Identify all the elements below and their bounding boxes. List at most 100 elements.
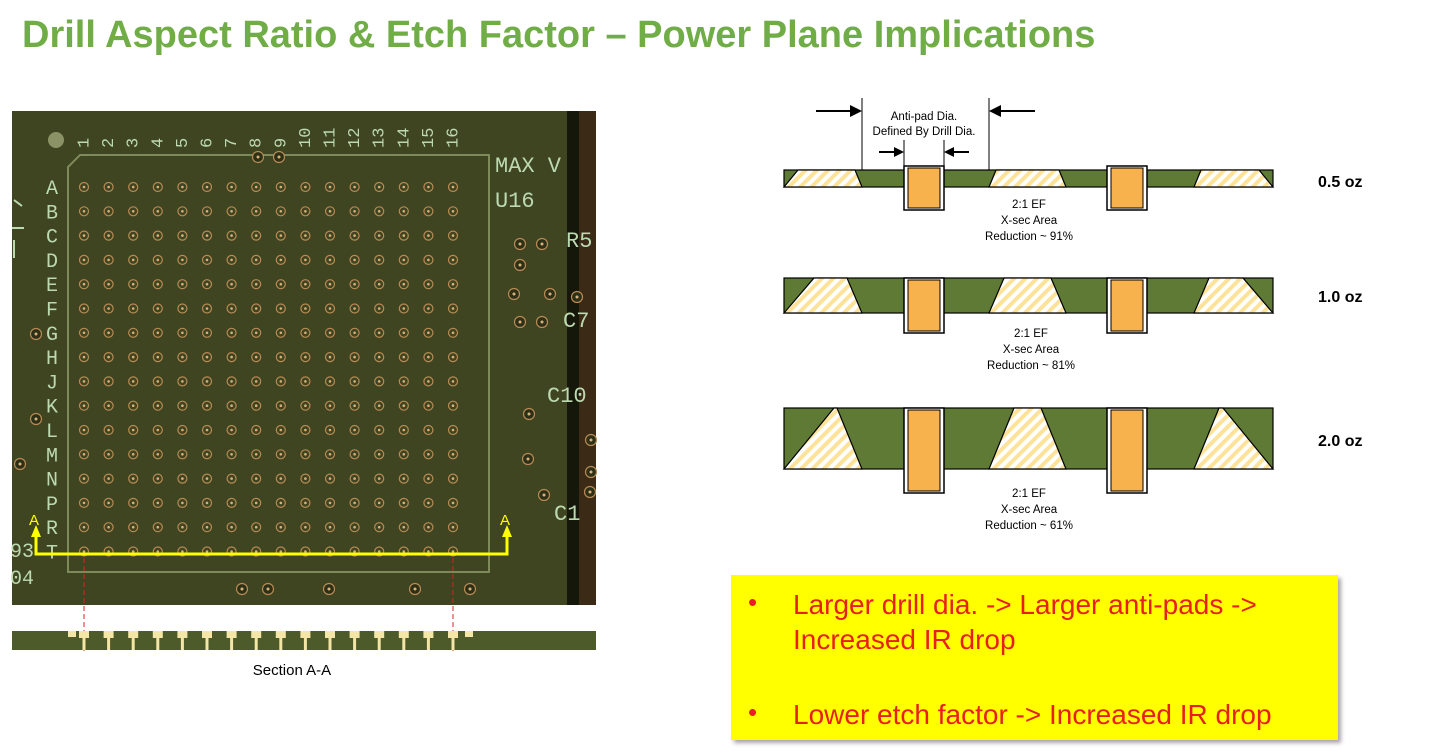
bga-ball-center bbox=[230, 331, 233, 335]
bga-ball-center bbox=[328, 210, 332, 213]
bga-ball bbox=[201, 424, 213, 436]
bga-ball bbox=[103, 254, 114, 265]
bga-ball-center bbox=[353, 525, 356, 529]
strip-barrel bbox=[131, 638, 135, 650]
bga-ball-center bbox=[254, 477, 258, 480]
bga-ball bbox=[78, 181, 90, 193]
bga-ball-center bbox=[107, 477, 110, 480]
bullet-text-2: Lower etch factor -> Increased IR drop bbox=[793, 699, 1272, 730]
bga-ball-center bbox=[205, 331, 209, 335]
bga-ball bbox=[374, 424, 385, 436]
bga-ball bbox=[226, 181, 237, 193]
bga-ball bbox=[128, 352, 139, 363]
bga-ball-center bbox=[205, 355, 209, 359]
bga-ball-center bbox=[279, 404, 283, 408]
column-number: 3 bbox=[125, 138, 144, 148]
bga-ball-center bbox=[205, 404, 209, 408]
antipad-arrow-left-icon bbox=[850, 105, 862, 117]
bga-ball bbox=[349, 400, 360, 411]
strip-pad bbox=[349, 631, 360, 638]
bga-ball bbox=[128, 376, 139, 387]
bga-ball-center bbox=[230, 355, 233, 359]
bga-ball bbox=[128, 522, 139, 533]
bga-ball bbox=[78, 522, 90, 533]
bga-ball bbox=[201, 546, 213, 557]
bga-ball-center bbox=[131, 404, 135, 408]
drill-fill bbox=[907, 409, 941, 492]
bga-ball bbox=[103, 327, 114, 338]
bga-ball bbox=[177, 449, 188, 460]
bga-ball bbox=[275, 279, 286, 290]
bga-ball bbox=[103, 303, 114, 314]
bga-ball bbox=[374, 181, 385, 193]
bga-ball-center bbox=[131, 234, 135, 237]
row-letter: R bbox=[46, 518, 58, 541]
bga-ball-center bbox=[402, 453, 406, 456]
bga-ball-center bbox=[402, 331, 406, 335]
bga-ball-center bbox=[107, 380, 110, 383]
bga-ball bbox=[398, 303, 409, 314]
bga-ball-center bbox=[304, 210, 307, 213]
bga-ball-center bbox=[156, 477, 160, 480]
strip-pad bbox=[202, 631, 212, 638]
bga-ball-center bbox=[205, 453, 209, 456]
bga-ball-center bbox=[82, 501, 86, 505]
bga-ball bbox=[349, 376, 360, 387]
bga-ball-center bbox=[205, 477, 209, 480]
bga-ball-center bbox=[131, 550, 135, 553]
bga-ball-center bbox=[254, 331, 258, 335]
bga-ball-center bbox=[181, 550, 184, 553]
bga-ball bbox=[128, 449, 139, 460]
bga-ball bbox=[447, 473, 459, 484]
bga-ball-center bbox=[377, 282, 381, 286]
bga-ball-center bbox=[107, 185, 110, 189]
bga-ball bbox=[251, 230, 262, 241]
bga-ball-center bbox=[82, 525, 86, 529]
bga-ball bbox=[398, 376, 409, 387]
bga-ball bbox=[447, 400, 459, 411]
via-center bbox=[327, 587, 331, 591]
bga-ball bbox=[201, 449, 213, 460]
bga-ball-center bbox=[451, 550, 455, 553]
bga-ball-center bbox=[181, 501, 184, 505]
bga-ball-center bbox=[427, 307, 430, 310]
bga-ball-center bbox=[230, 404, 233, 408]
bga-ball-center bbox=[304, 380, 307, 383]
bga-ball bbox=[78, 206, 90, 217]
strip-barrel bbox=[82, 638, 86, 650]
bga-ball bbox=[374, 400, 385, 411]
bga-ball-center bbox=[131, 525, 135, 529]
strip-barrel bbox=[156, 638, 160, 650]
bga-ball-center bbox=[181, 331, 184, 335]
bga-ball-center bbox=[427, 258, 430, 262]
bga-ball-center bbox=[230, 428, 233, 432]
bga-ball bbox=[177, 327, 188, 338]
row-letter: C bbox=[46, 227, 58, 250]
bga-ball-center bbox=[156, 307, 160, 310]
bga-ball-center bbox=[254, 282, 258, 286]
bga-ball bbox=[349, 473, 360, 484]
bga-ball-center bbox=[156, 428, 160, 432]
row-letter: N bbox=[46, 470, 58, 493]
bga-ball bbox=[423, 376, 434, 387]
bga-ball bbox=[398, 181, 409, 193]
via-center bbox=[588, 490, 592, 494]
copper-weight-0-5oz: 0.5 oz bbox=[1318, 174, 1362, 191]
bga-ball-center bbox=[82, 185, 86, 189]
bga-ball bbox=[128, 327, 139, 338]
bga-outline bbox=[67, 154, 490, 573]
bga-ball bbox=[103, 522, 114, 533]
bga-ball-center bbox=[205, 501, 209, 505]
bga-ball-center bbox=[156, 258, 160, 262]
bga-ball-center bbox=[304, 550, 307, 553]
bga-ball-center bbox=[156, 380, 160, 383]
bga-ball bbox=[251, 497, 262, 508]
bga-ball bbox=[349, 279, 360, 290]
bga-ball-center bbox=[205, 428, 209, 432]
via-center bbox=[542, 493, 546, 497]
ref-label-c1: C1 bbox=[554, 502, 580, 527]
bga-ball-center bbox=[82, 282, 86, 286]
row-letter: D bbox=[46, 251, 58, 274]
bga-ball bbox=[374, 206, 385, 217]
bga-ball-center bbox=[402, 258, 406, 262]
